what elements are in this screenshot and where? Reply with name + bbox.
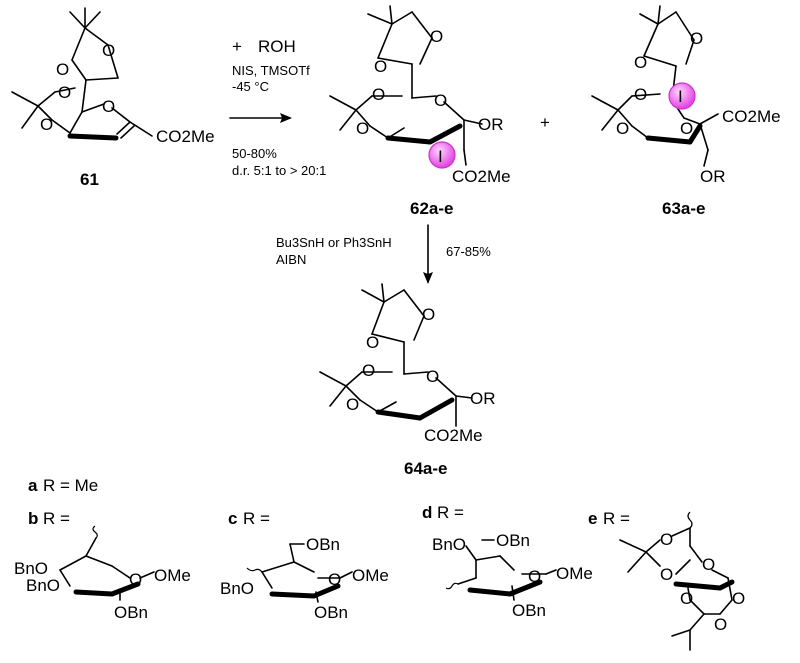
svg-text:d: d bbox=[422, 503, 432, 522]
svg-text:OBn: OBn bbox=[496, 531, 530, 550]
conditions-aibn: AIBN bbox=[276, 252, 306, 267]
svg-text:O: O bbox=[422, 305, 435, 324]
svg-text:O: O bbox=[346, 395, 359, 414]
yield-2: 67-85% bbox=[446, 244, 491, 259]
svg-text:R = Me: R = Me bbox=[43, 476, 98, 495]
svg-text:b: b bbox=[28, 509, 38, 528]
reaction-arrow-1: + ROH NIS, TMSOTf -45 °C 50-80% d.r. 5:1… bbox=[229, 37, 326, 178]
svg-text:O: O bbox=[732, 589, 745, 608]
compound-62: I O O O O O OR CO2Me 62a-e bbox=[329, 5, 511, 218]
r-group-c: c R = OBn BnO O OMe OBn bbox=[220, 509, 389, 622]
svg-text:O: O bbox=[690, 29, 703, 48]
r-group-d: d R = BnO OBn O OMe OBn bbox=[422, 503, 593, 620]
r-group-e: e R = O O O O O O bbox=[588, 509, 745, 651]
svg-text:I: I bbox=[678, 87, 683, 106]
svg-text:R =: R = bbox=[437, 503, 464, 522]
reaction-arrow-2: Bu3SnH or Ph3SnH AIBN 67-85% bbox=[276, 224, 491, 284]
reagent-roh: ROH bbox=[258, 37, 296, 56]
svg-text:BnO: BnO bbox=[26, 576, 60, 595]
compound-61: O O O O O CO2Me 61 bbox=[11, 7, 215, 189]
svg-text:OBn: OBn bbox=[306, 535, 340, 554]
compound-label-63: 63a-e bbox=[662, 199, 705, 218]
svg-text:O: O bbox=[374, 57, 387, 76]
r-group-a: a R = Me bbox=[28, 476, 98, 495]
svg-text:R =: R = bbox=[243, 509, 270, 528]
iodine-highlight-63 bbox=[668, 82, 696, 110]
svg-text:O: O bbox=[702, 555, 715, 574]
svg-text:O: O bbox=[634, 85, 647, 104]
co2me-group-62: CO2Me bbox=[452, 167, 511, 186]
svg-text:R =: R = bbox=[43, 509, 70, 528]
svg-text:O: O bbox=[58, 83, 71, 102]
svg-text:BnO: BnO bbox=[432, 535, 466, 554]
svg-text:R =: R = bbox=[603, 509, 630, 528]
compound-63: I O O O O O CO2Me OR 63a-e bbox=[591, 5, 781, 218]
svg-text:OMe: OMe bbox=[556, 564, 593, 583]
svg-text:O: O bbox=[426, 367, 439, 386]
co2me-group-61: CO2Me bbox=[156, 127, 215, 146]
svg-text:e: e bbox=[588, 509, 597, 528]
svg-text:c: c bbox=[228, 509, 237, 528]
svg-text:O: O bbox=[362, 361, 375, 380]
svg-text:O: O bbox=[328, 570, 341, 589]
svg-text:O: O bbox=[528, 567, 541, 586]
product-plus-sign: + bbox=[540, 113, 550, 132]
svg-text:OMe: OMe bbox=[352, 566, 389, 585]
svg-text:O: O bbox=[660, 565, 673, 584]
conditions-stannane: Bu3SnH or Ph3SnH bbox=[276, 235, 392, 250]
co2me-group-64: CO2Me bbox=[424, 426, 483, 445]
or-group-64: OR bbox=[470, 389, 496, 408]
or-group-63: OR bbox=[700, 167, 726, 186]
svg-text:OBn: OBn bbox=[114, 603, 148, 622]
conditions-temp: -45 °C bbox=[232, 79, 269, 94]
svg-text:O: O bbox=[366, 333, 379, 352]
svg-text:BnO: BnO bbox=[220, 579, 254, 598]
svg-text:O: O bbox=[356, 119, 369, 138]
compound-64: O O O O O OR CO2Me 64a-e bbox=[319, 283, 496, 478]
iodine-highlight-62 bbox=[428, 141, 456, 169]
svg-text:O: O bbox=[40, 115, 53, 134]
svg-text:O: O bbox=[434, 91, 447, 110]
svg-text:O: O bbox=[129, 570, 142, 589]
svg-text:O: O bbox=[680, 589, 693, 608]
svg-text:a: a bbox=[28, 476, 38, 495]
conditions-nis: NIS, TMSOTf bbox=[232, 63, 310, 78]
svg-text:O: O bbox=[372, 85, 385, 104]
svg-text:O: O bbox=[102, 41, 115, 60]
svg-text:OMe: OMe bbox=[154, 566, 191, 585]
compound-label-62: 62a-e bbox=[410, 199, 453, 218]
svg-text:OBn: OBn bbox=[314, 603, 348, 622]
svg-text:O: O bbox=[634, 53, 647, 72]
svg-text:O: O bbox=[680, 119, 693, 138]
svg-text:+: + bbox=[232, 37, 242, 56]
yield-1: 50-80% bbox=[232, 146, 277, 161]
svg-text:O: O bbox=[430, 27, 443, 46]
svg-text:O: O bbox=[56, 60, 69, 79]
svg-text:BnO: BnO bbox=[14, 559, 48, 578]
svg-text:O: O bbox=[616, 119, 629, 138]
r-group-b: b R = BnO BnO O OMe OBn bbox=[14, 509, 191, 622]
svg-text:O: O bbox=[660, 530, 673, 549]
co2me-group-63: CO2Me bbox=[722, 107, 781, 126]
svg-text:O: O bbox=[714, 615, 727, 634]
compound-label-64: 64a-e bbox=[404, 459, 447, 478]
compound-label-61: 61 bbox=[80, 170, 99, 189]
or-group-62: OR bbox=[478, 115, 504, 134]
diastereomeric-ratio: d.r. 5:1 to > 20:1 bbox=[232, 163, 326, 178]
svg-text:O: O bbox=[102, 97, 115, 116]
svg-text:OBn: OBn bbox=[512, 601, 546, 620]
svg-text:I: I bbox=[438, 147, 443, 166]
